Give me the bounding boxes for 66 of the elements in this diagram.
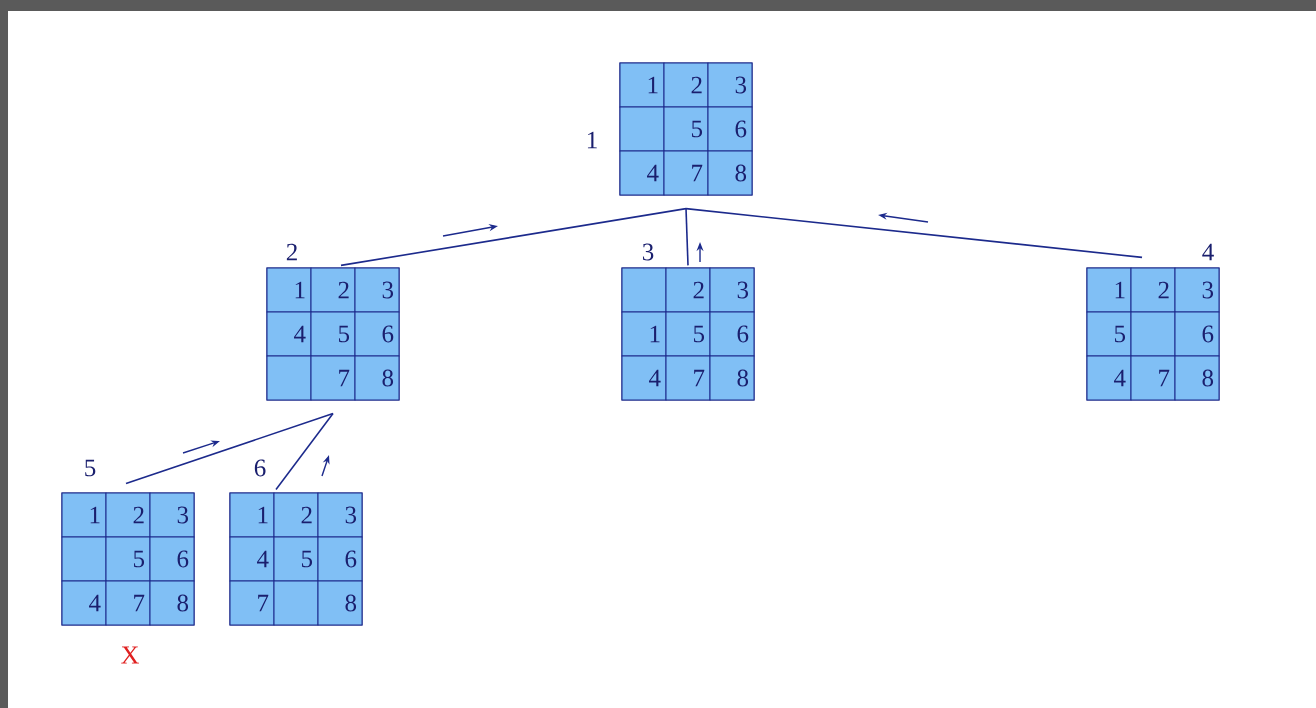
board-number: 2 bbox=[286, 243, 297, 261]
tree-line bbox=[685, 207, 1143, 259]
tile: 2 bbox=[310, 267, 356, 313]
tile: 7 bbox=[665, 355, 711, 401]
tile bbox=[619, 106, 665, 152]
tile: 1 bbox=[266, 267, 312, 313]
tile: 5 bbox=[273, 536, 319, 582]
tile: 6 bbox=[317, 536, 363, 582]
tile: 4 bbox=[229, 536, 275, 582]
tile: 7 bbox=[663, 150, 709, 196]
tile: 8 bbox=[707, 150, 753, 196]
tile: 8 bbox=[709, 355, 755, 401]
tile: 6 bbox=[709, 311, 755, 357]
tile: 6 bbox=[149, 536, 195, 582]
tile: 4 bbox=[619, 150, 665, 196]
tile: 1 bbox=[61, 492, 107, 538]
tile: 7 bbox=[229, 580, 275, 626]
tile: 7 bbox=[310, 355, 356, 401]
tile: 5 bbox=[105, 536, 151, 582]
tile: 4 bbox=[266, 311, 312, 357]
tile bbox=[273, 580, 319, 626]
tile: 8 bbox=[1174, 355, 1220, 401]
tile: 3 bbox=[707, 62, 753, 108]
tree-line bbox=[340, 207, 687, 267]
tile: 6 bbox=[354, 311, 400, 357]
tile: 3 bbox=[709, 267, 755, 313]
tile: 2 bbox=[663, 62, 709, 108]
tile: 3 bbox=[317, 492, 363, 538]
board-number: 5 bbox=[85, 459, 96, 477]
tile: 8 bbox=[317, 580, 363, 626]
tree-line bbox=[275, 412, 334, 491]
tile: 2 bbox=[273, 492, 319, 538]
tile bbox=[621, 267, 667, 313]
tile bbox=[1130, 311, 1176, 357]
tile: 3 bbox=[354, 267, 400, 313]
tile: 2 bbox=[665, 267, 711, 313]
tile: 1 bbox=[621, 311, 667, 357]
board-number: 6 bbox=[254, 459, 266, 477]
tree-line bbox=[125, 412, 334, 485]
board-number: 3 bbox=[642, 243, 654, 261]
tile: 4 bbox=[61, 580, 107, 626]
rejected-mark: X bbox=[121, 646, 139, 664]
tile: 3 bbox=[149, 492, 195, 538]
tile: 2 bbox=[105, 492, 151, 538]
tile: 1 bbox=[1086, 267, 1132, 313]
tile: 7 bbox=[105, 580, 151, 626]
tile: 1 bbox=[619, 62, 665, 108]
tile: 4 bbox=[1086, 355, 1132, 401]
tile: 5 bbox=[1086, 311, 1132, 357]
tile: 6 bbox=[707, 106, 753, 152]
board-number: 1 bbox=[587, 131, 597, 149]
board-number: 4 bbox=[1202, 243, 1214, 261]
tile: 5 bbox=[310, 311, 356, 357]
tile: 1 bbox=[229, 492, 275, 538]
tile: 3 bbox=[1174, 267, 1220, 313]
tile: 5 bbox=[665, 311, 711, 357]
tile: 4 bbox=[621, 355, 667, 401]
tile: 5 bbox=[663, 106, 709, 152]
tree-line bbox=[685, 207, 689, 267]
tile: 8 bbox=[149, 580, 195, 626]
tile: 8 bbox=[354, 355, 400, 401]
tile bbox=[266, 355, 312, 401]
tile bbox=[61, 536, 107, 582]
tile: 6 bbox=[1174, 311, 1220, 357]
tile: 2 bbox=[1130, 267, 1176, 313]
tile: 7 bbox=[1130, 355, 1176, 401]
